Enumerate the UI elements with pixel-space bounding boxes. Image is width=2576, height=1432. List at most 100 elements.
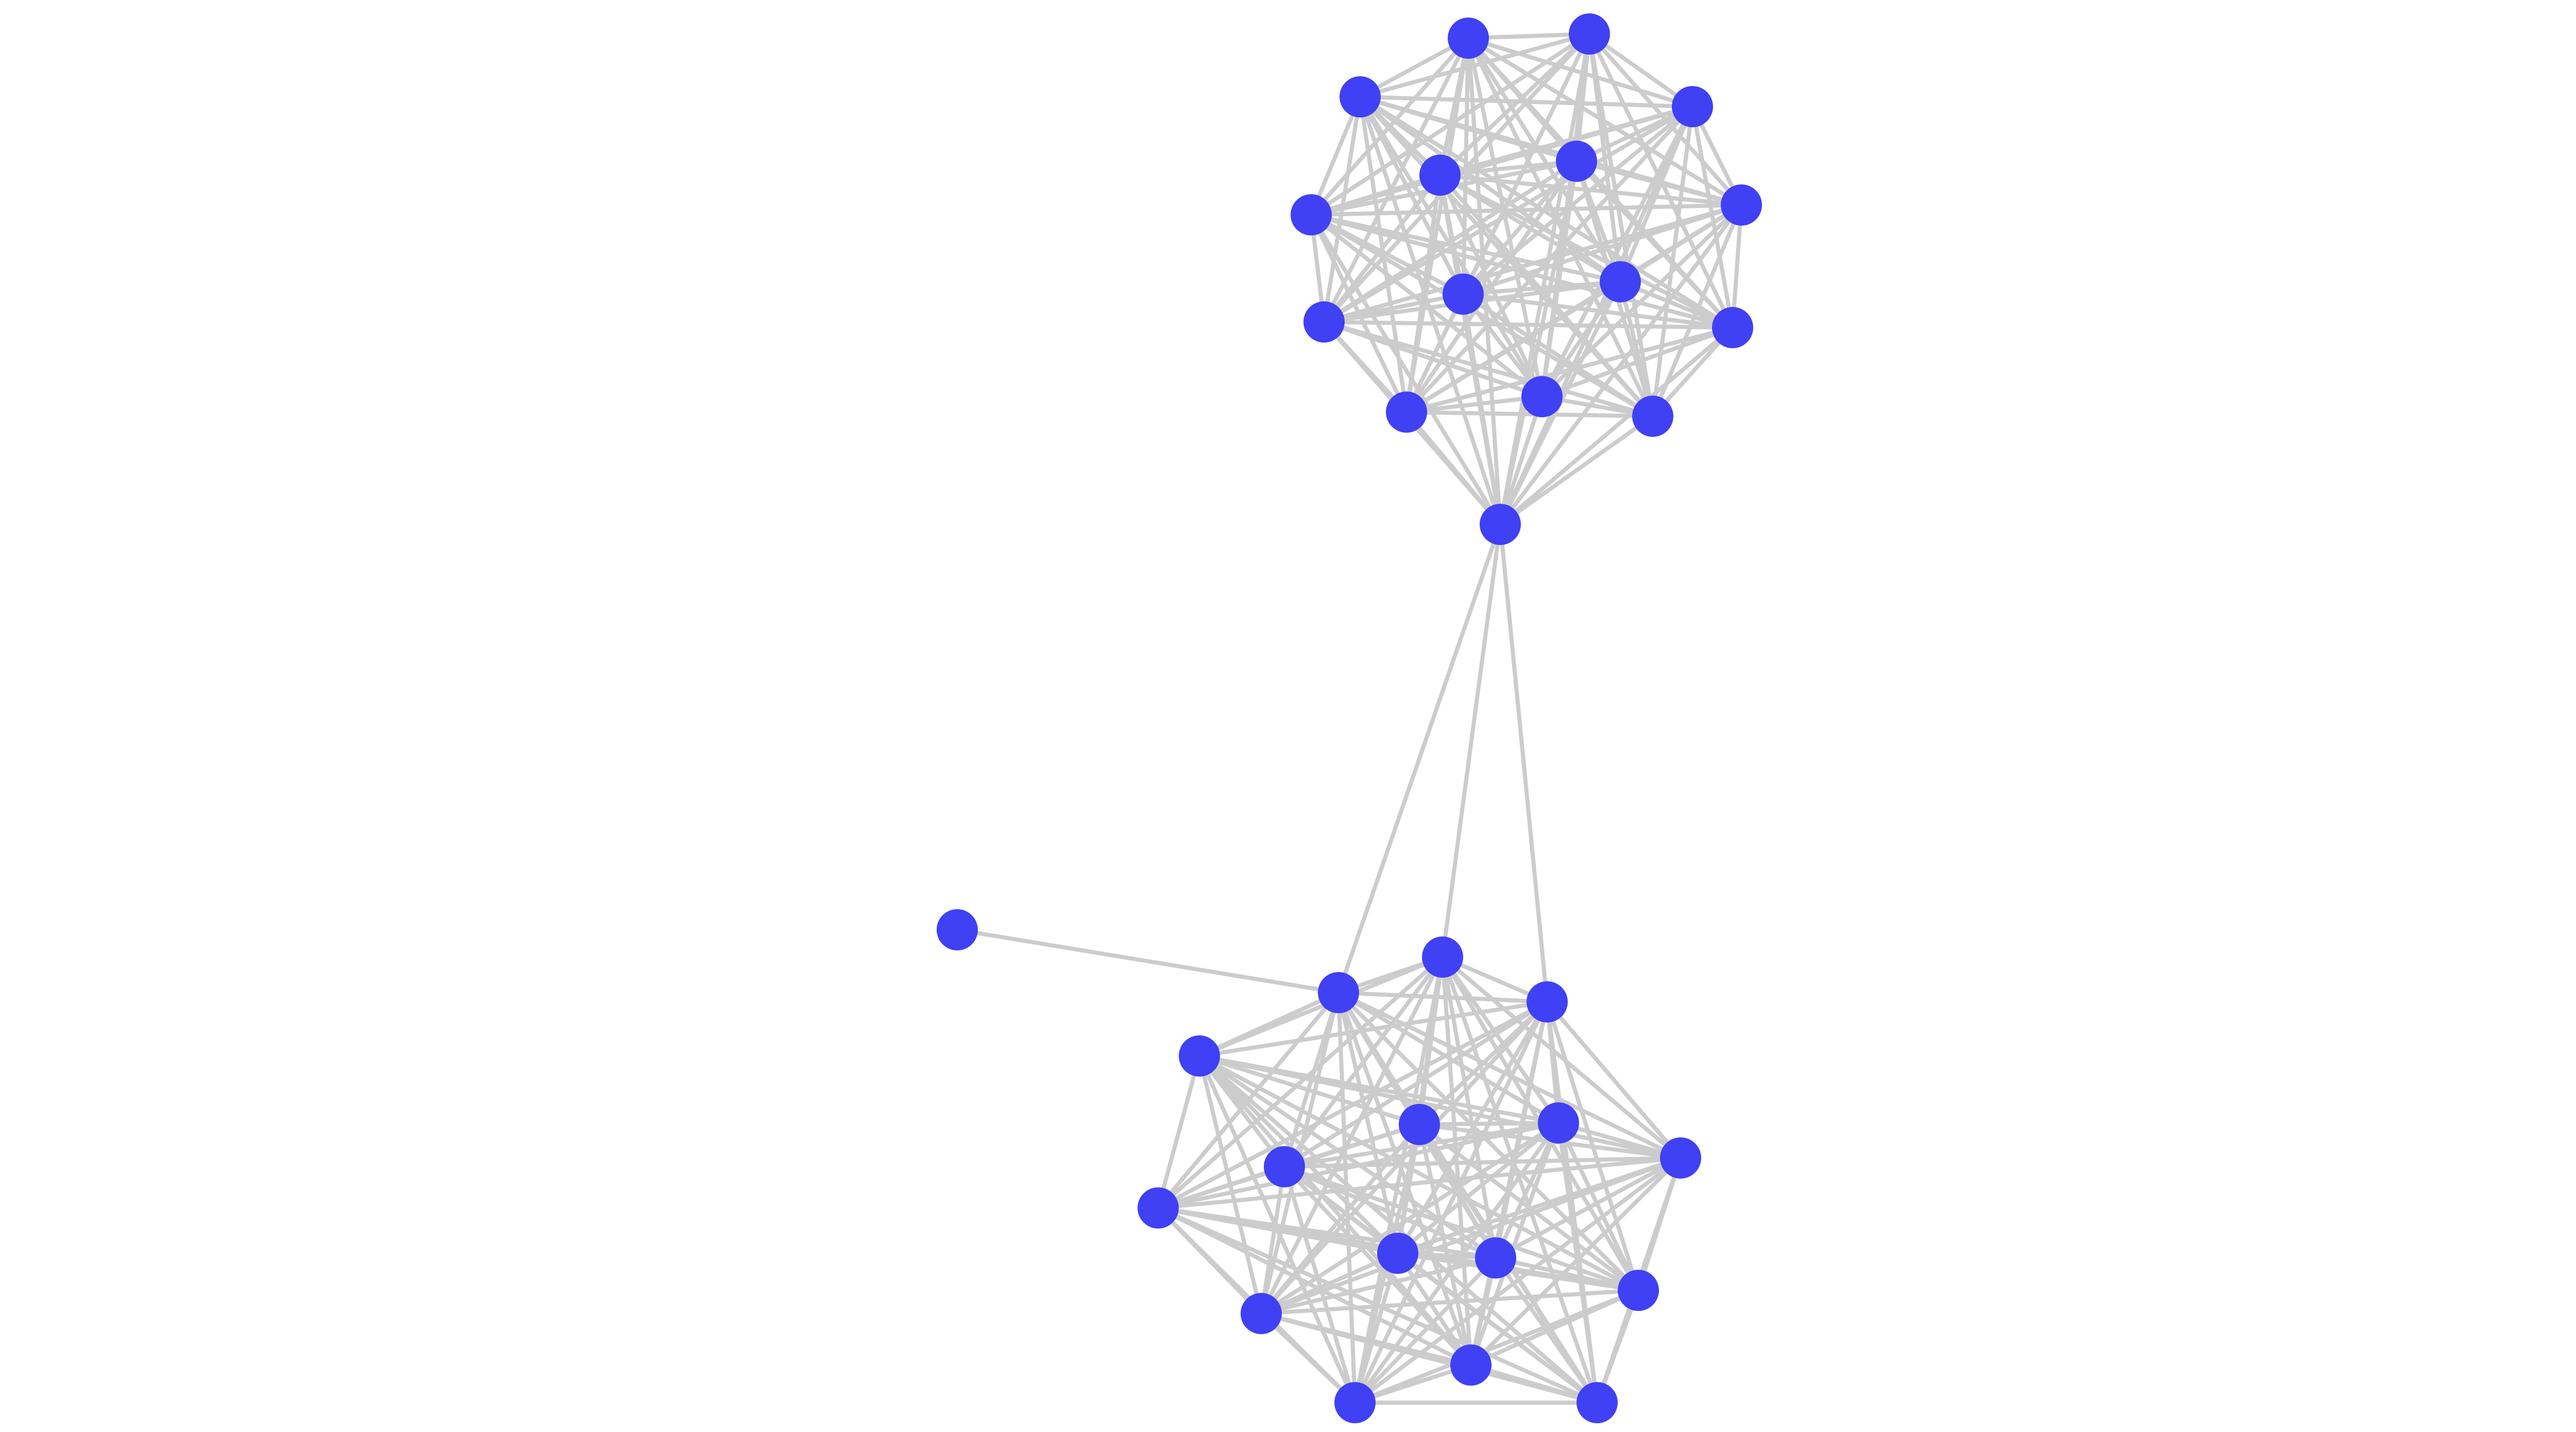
graph-edge (1353, 1156, 1683, 1405)
graph-node[interactable] (1556, 141, 1597, 182)
graph-node[interactable] (1712, 307, 1753, 348)
graph-edge (1498, 414, 1655, 526)
graph-edge (1574, 159, 1743, 207)
graph-edge (1417, 1121, 1561, 1127)
graph-node[interactable] (1569, 13, 1610, 55)
graph-node[interactable] (1443, 274, 1484, 315)
graph-edge (1498, 522, 1549, 1004)
graph-edge (1587, 32, 1694, 109)
graph-edge (1259, 1156, 1683, 1316)
graph-edge (1336, 991, 1640, 1292)
graph-node[interactable] (1399, 1104, 1440, 1145)
graph-edge (1358, 32, 1591, 99)
graph-node[interactable] (1475, 1237, 1516, 1278)
node-layer (937, 13, 1762, 1423)
graph-node[interactable] (1721, 184, 1762, 226)
graph-edge (1197, 1054, 1421, 1127)
graph-node[interactable] (1264, 1146, 1305, 1187)
graph-node[interactable] (1386, 391, 1427, 433)
graph-edge (1540, 280, 1622, 399)
graph-edge (1404, 280, 1622, 414)
graph-edge (1461, 105, 1694, 296)
graph-edge (1322, 320, 1735, 330)
graph-edge (1494, 1156, 1683, 1260)
graph-node[interactable] (1448, 18, 1489, 59)
graph-edge (1469, 1156, 1683, 1367)
graph-node[interactable] (1377, 1233, 1418, 1274)
graph-node[interactable] (1527, 981, 1568, 1022)
hub-node[interactable] (1480, 504, 1521, 545)
graph-node[interactable] (1138, 1187, 1179, 1229)
graph-node[interactable] (1291, 194, 1332, 235)
graph-node[interactable] (1422, 936, 1463, 978)
graph-edge (1259, 1251, 1400, 1316)
graph-node[interactable] (1334, 1382, 1376, 1423)
graph-edge (1556, 1121, 1683, 1160)
graph-edge (1322, 173, 1442, 324)
graph-edge (1322, 159, 1579, 324)
graph-edge (955, 928, 1341, 995)
edge-layer (955, 32, 1743, 1405)
graph-node[interactable] (1521, 376, 1563, 417)
leaf-node[interactable] (937, 909, 978, 950)
graph-node[interactable] (1660, 1137, 1701, 1179)
graph-edge (1197, 1054, 1640, 1292)
graph-edge (1259, 1121, 1561, 1316)
graph-node[interactable] (1672, 86, 1713, 127)
graph-edge (1259, 1288, 1640, 1316)
graph-edge (1404, 395, 1544, 414)
graph-edge (1440, 955, 1561, 1125)
graph-node[interactable] (1600, 261, 1641, 302)
graph-node[interactable] (1318, 972, 1359, 1013)
graph-node[interactable] (1179, 1035, 1220, 1077)
graph-edge (1438, 173, 1735, 330)
graph-edge (1156, 1054, 1201, 1210)
graph-edge (1309, 213, 1502, 526)
graph-edge (1466, 36, 1502, 526)
graph-edge (1309, 173, 1442, 217)
graph-edge (1498, 326, 1735, 526)
graph-node[interactable] (1577, 1382, 1618, 1423)
graph-edge (1282, 1165, 1640, 1292)
graph-node[interactable] (1419, 155, 1461, 196)
graph-edge (1282, 1156, 1683, 1169)
graph-node[interactable] (1618, 1270, 1659, 1311)
graph-edge (1197, 1054, 1683, 1160)
graph-node[interactable] (1450, 1344, 1492, 1386)
graph-edge (1498, 203, 1743, 526)
graph-edge (1438, 32, 1591, 177)
graph-node[interactable] (1632, 396, 1673, 437)
graph-edge (1197, 991, 1341, 1058)
graph-edge (1461, 292, 1655, 418)
graph-edge (1469, 1121, 1561, 1367)
graph-edge (1353, 1256, 1498, 1405)
graph-edge (1353, 955, 1445, 1405)
graph-edge (1396, 1251, 1640, 1292)
graph-edge (1309, 95, 1362, 217)
graph-edge (1404, 410, 1502, 526)
graph-edge (1282, 1000, 1549, 1169)
graph-node[interactable] (1303, 301, 1345, 343)
graph-edge (1336, 991, 1561, 1125)
graph-node[interactable] (1340, 76, 1381, 117)
graph-edge (1540, 326, 1735, 399)
graph-edge (1461, 292, 1502, 526)
graph-edge (1197, 1000, 1549, 1058)
graph-edge (1353, 1251, 1400, 1405)
graph-edge (1336, 991, 1683, 1160)
graph-edge (1461, 292, 1735, 330)
graph-edge (1438, 159, 1579, 177)
graph-edge (1494, 1256, 1640, 1292)
graph-edge (1461, 159, 1579, 296)
graph-node[interactable] (1538, 1102, 1579, 1144)
graph-edge (1322, 203, 1743, 324)
graph-edge (1353, 1288, 1640, 1405)
graph-edge (1396, 1251, 1473, 1367)
graph-edge (1336, 991, 1549, 1004)
graph-edge (1336, 522, 1502, 995)
graph-edge (1156, 1156, 1683, 1210)
graph-node[interactable] (1241, 1293, 1282, 1334)
graph-edge (1540, 105, 1694, 399)
graph-edge (1440, 955, 1599, 1405)
